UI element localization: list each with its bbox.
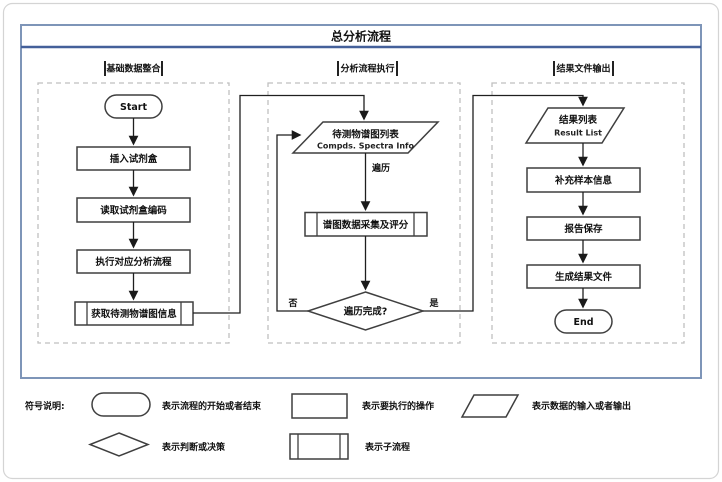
decision-label: 遍历完成?: [343, 306, 388, 318]
iterate-edge-label: 遍历: [371, 162, 390, 174]
legend-heading: 符号说明:: [25, 400, 65, 412]
process-label: 生成结果文件: [555, 271, 613, 283]
lane-result-output: [491, 82, 685, 344]
legend-decision-shape: [87, 432, 151, 457]
legend-decision: 表示判断或决策: [87, 432, 226, 457]
legend-process: 表示要执行的操作: [291, 393, 434, 419]
no-edge-label: 否: [287, 298, 297, 309]
io-label: 待测物谱图列表: [332, 129, 399, 141]
legend-io: 表示数据的输入或者输出: [460, 394, 631, 418]
column-label: 基础数据整合: [105, 63, 161, 75]
legend-label: 表示要执行的操作: [361, 400, 434, 412]
legend-label: 表示数据的输入或者输出: [531, 400, 631, 412]
process-read-kit-code: [76, 197, 191, 223]
io-result-list: 结果列表 Result List: [524, 107, 626, 144]
legend-label: 表示流程的开始或者结束: [161, 400, 262, 412]
connector-get-to-spectra-list: [193, 94, 369, 314]
column-heading-result-output: 结果文件输出: [553, 61, 614, 76]
legend-subprocess: 表示子流程: [289, 433, 410, 460]
column-label: 结果文件输出: [556, 63, 610, 75]
legend-process-shape: [291, 393, 348, 419]
start-label: Start: [120, 102, 147, 113]
legend-label: 表示判断或决策: [161, 441, 226, 453]
process-label: 执行对应分析流程: [95, 256, 172, 268]
connector-decision-yes: [423, 94, 588, 312]
column-heading-base-data: 基础数据整合: [104, 61, 163, 76]
column-label: 分析流程执行: [340, 63, 394, 75]
column-heading-analysis-flow: 分析流程执行: [337, 61, 398, 76]
legend-terminator-shape: [91, 392, 151, 417]
process-label: 补充样本信息: [554, 175, 613, 187]
process-label: 报告保存: [564, 223, 603, 235]
io-compound-spectra-list: 待测物谱图列表 Compds. Spectra Info: [291, 121, 440, 154]
decision-iteration-done: 遍历完成?: [305, 291, 426, 331]
io-label: 结果列表: [558, 114, 598, 126]
legend-label: 表示子流程: [364, 441, 410, 453]
legend-io-shape: [460, 394, 520, 418]
lane-analysis-flow: [267, 82, 461, 344]
page-title: 总分析流程: [331, 29, 391, 44]
io-sublabel: Compds. Spectra Info: [317, 142, 415, 151]
subprocess-label: 获取待测物谱图信息: [90, 308, 177, 320]
process-label: 插入试剂盒: [110, 153, 158, 165]
subprocess-spectra-scoring: 谱图数据采集及评分: [304, 211, 428, 237]
end-terminator: [554, 309, 613, 334]
end-label: End: [573, 317, 593, 328]
process-label: 读取试剂盒编码: [100, 205, 167, 217]
subprocess-label: 谱图数据采集及评分: [323, 219, 409, 231]
yes-edge-label: 是: [428, 298, 439, 309]
subprocess-get-spectra-info: 获取待测物谱图信息: [74, 301, 194, 326]
io-sublabel: Result List: [554, 129, 602, 138]
legend-terminator: 表示流程的开始或者结束: [91, 392, 262, 417]
connector-decision-no-loop: [276, 130, 308, 312]
legend-subprocess-shape: [289, 433, 349, 460]
